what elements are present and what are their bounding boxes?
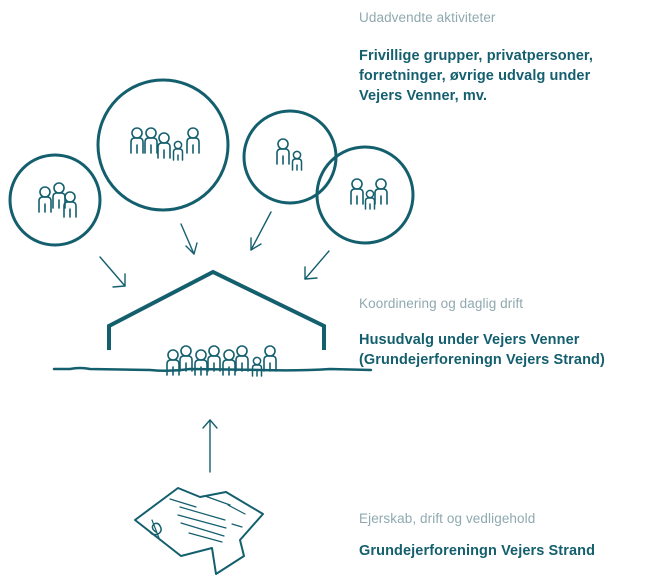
ground-line-icon [52,366,373,373]
ownership-line-1: Grundejerforeningn Vejers Strand [359,543,596,559]
coordination-line-1: Husudvalg under Vejers Venner [359,332,580,348]
people-group-icon [38,182,77,218]
arrow-icon [250,211,272,251]
activities-line-3: Vejers Venner, mv. [359,88,488,104]
people-group-icon [166,345,277,377]
activities-label: Udadvendte aktiviteter [359,10,496,25]
house-outline-icon [107,269,326,350]
activities-line-2: forretninger, øvrige udvalg under [359,68,591,84]
ownership-description: Grundejerforeningn Vejers Strand [359,541,595,561]
people-group-icon [130,127,200,161]
coordination-description: Husudvalg under Vejers Venner (Grundejer… [359,330,605,370]
arrow-icon [99,256,126,288]
coordination-line-2: (Grundejerforeningn Vejers Strand) [359,352,605,368]
arrow-icon [202,419,218,473]
deed-document-icon [134,487,264,575]
activities-description: Frivillige grupper, privatpersoner, forr… [359,46,593,106]
group-circle-3 [242,109,338,205]
group-circle-4 [315,145,415,245]
people-group-icon [350,178,388,210]
group-circle-2 [96,78,230,212]
activities-line-1: Frivillige grupper, privatpersoner, [359,48,593,64]
people-group-icon [276,138,303,171]
arrow-icon [180,223,198,255]
ownership-label: Ejerskab, drift og vedligehold [359,511,536,526]
group-circle-1 [8,153,102,247]
coordination-label: Koordinering og daglig drift [359,296,524,311]
arrow-icon [304,250,330,280]
